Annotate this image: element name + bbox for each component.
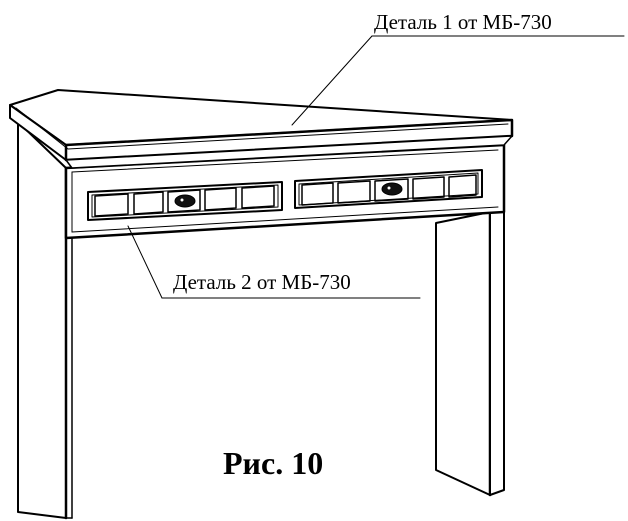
callout-part-1-label: Деталь 1 от МБ-730 bbox=[374, 10, 552, 34]
right-leg bbox=[435, 189, 505, 497]
callout-part-2-label: Деталь 2 от МБ-730 bbox=[173, 270, 351, 294]
right-drawer-handle-icon bbox=[381, 182, 403, 196]
handles bbox=[174, 182, 403, 208]
table-top bbox=[9, 89, 514, 169]
left-drawer-handle-icon bbox=[174, 194, 196, 208]
leader-lines bbox=[127, 35, 625, 299]
figure-caption: Рис. 10 bbox=[223, 445, 324, 481]
left-leg bbox=[17, 121, 73, 520]
